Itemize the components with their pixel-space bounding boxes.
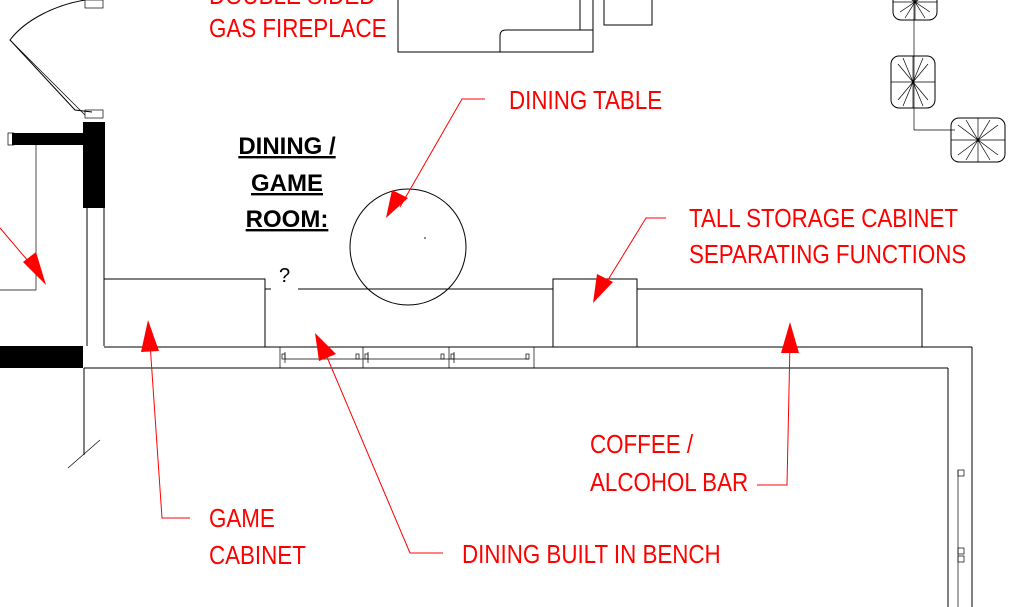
coffee-bar-label: COFFEE / [590, 430, 693, 459]
room-title: DINING / GAME ROOM: [238, 133, 336, 233]
chair-icon [890, 55, 936, 109]
game-cabinet-label: GAME [209, 504, 275, 533]
lounge-chairs [890, 0, 1006, 163]
question-mark: ? [279, 265, 290, 287]
right-wall-details [957, 469, 965, 563]
room-title-line: GAME [251, 170, 323, 197]
fireplace-label: GAS FIREPLACE [209, 14, 387, 43]
storage-cabinet-label: TALL STORAGE CABINET [689, 204, 958, 233]
bench-segments [279, 346, 535, 369]
fireplace-outline [397, 0, 653, 53]
coffee-bar-label: ALCOHOL BAR [590, 468, 748, 497]
chair-icon [892, 0, 938, 21]
door-swing [9, 0, 104, 119]
leader-arrows [0, 98, 799, 554]
game-cabinet-label: CABINET [209, 541, 306, 570]
fireplace-label: DOUBLE SIDED [209, 0, 375, 10]
dining-table-shape [349, 188, 467, 306]
dining-table-label: DINING TABLE [509, 86, 662, 115]
annotation-labels: DOUBLE SIDED GAS FIREPLACE DINING TABLE … [209, 0, 966, 570]
bench-label: DINING BUILT IN BENCH [462, 540, 721, 569]
left-walls [0, 122, 105, 469]
chair-icon [950, 117, 1006, 163]
room-title-line: ROOM: [246, 206, 329, 233]
room-title-line: DINING / [238, 133, 336, 160]
storage-cabinet-label: SEPARATING FUNCTIONS [689, 240, 966, 269]
